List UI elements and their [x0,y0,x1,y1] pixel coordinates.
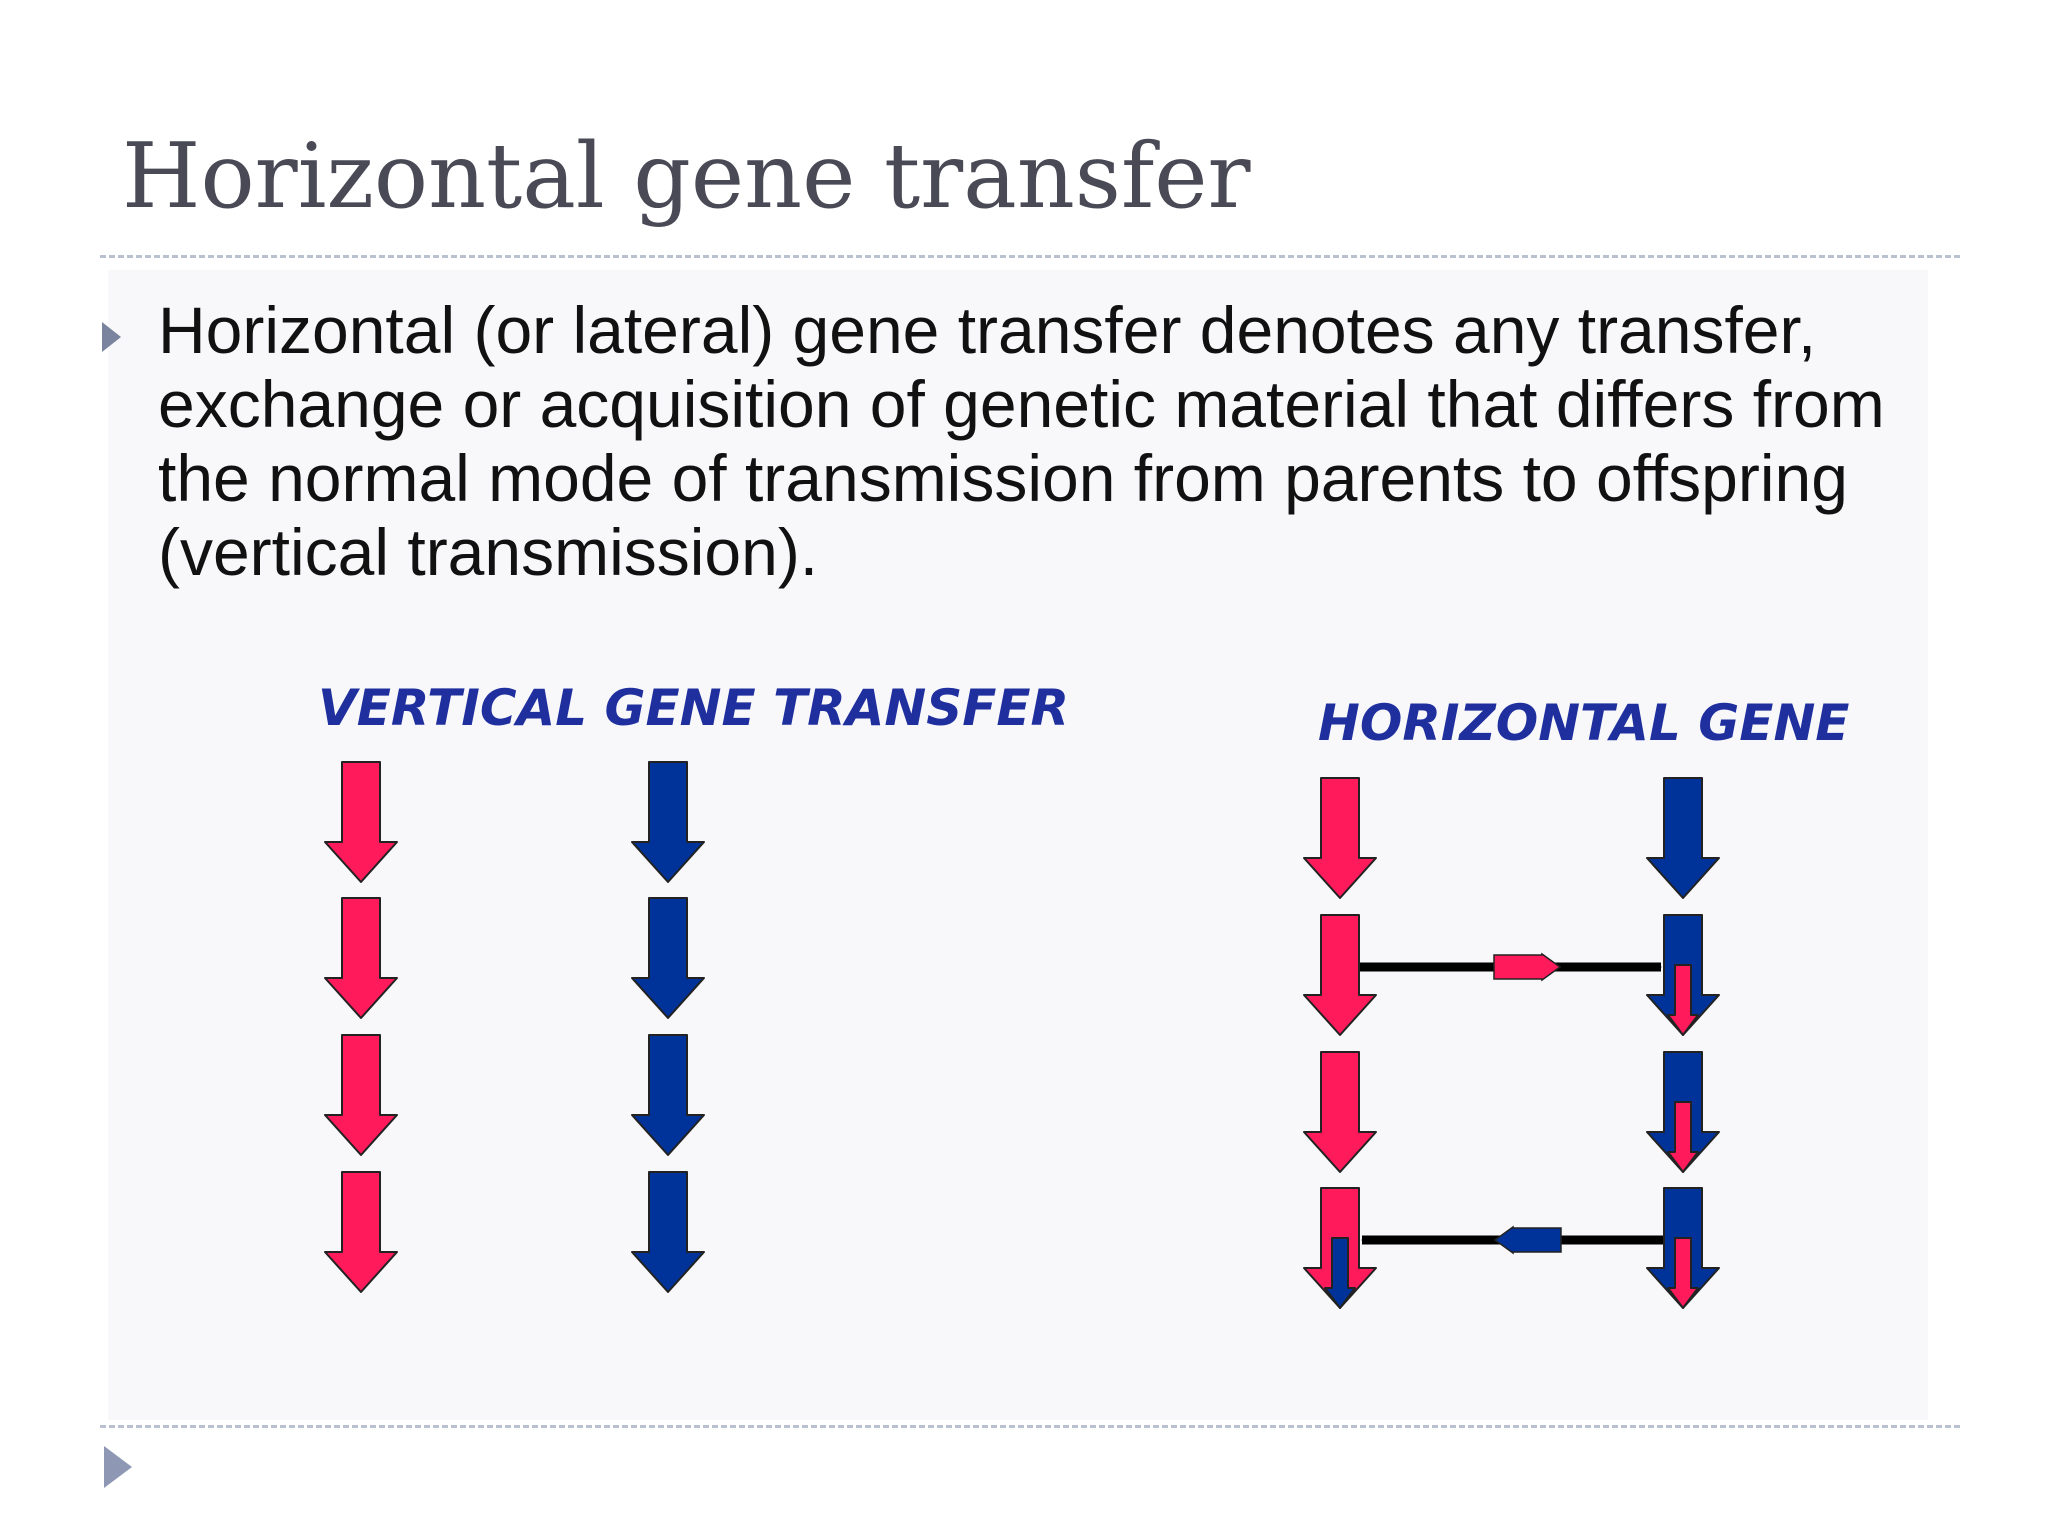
vertical-gene-transfer-label: VERTICAL GENE TRANSFER [318,679,1069,737]
vertical-lineage-a-arrow [324,761,398,883]
horizontal-lineage-a-arrow [1303,777,1377,899]
slide-title: Horizontal gene transfer [122,124,1251,229]
vertical-lineage-b-arrow [631,761,705,883]
acquired-gene-arrow [1667,1237,1699,1309]
acquired-gene-arrow [1324,1237,1356,1309]
arrows-layer [324,761,1720,1309]
bullet-text: Horizontal (or lateral) gene transfer de… [158,293,1885,589]
transferred-gene-arrow [1493,1225,1562,1255]
transferred-gene-arrow [1493,952,1562,982]
horizontal-gene-label: HORIZONTAL GENE [1318,694,1849,752]
acquired-gene-arrow [1667,964,1699,1036]
footer-divider [100,1425,1960,1428]
vertical-lineage-b-arrow [631,897,705,1019]
horizontal-lineage-b-arrow [1646,777,1720,899]
vertical-lineage-a-arrow [324,1034,398,1156]
vertical-lineage-a-arrow [324,897,398,1019]
title-divider [100,255,1960,258]
content-panel [108,270,1928,1420]
vertical-lineage-b-arrow [631,1034,705,1156]
horizontal-lineage-a-arrow [1303,914,1377,1036]
footer-triangle-icon [104,1446,132,1488]
horizontal-lineage-a-arrow [1303,1051,1377,1173]
acquired-gene-arrow [1667,1101,1699,1173]
vertical-lineage-a-arrow [324,1171,398,1293]
triangle-bullet-icon [102,322,121,352]
vertical-lineage-b-arrow [631,1171,705,1293]
